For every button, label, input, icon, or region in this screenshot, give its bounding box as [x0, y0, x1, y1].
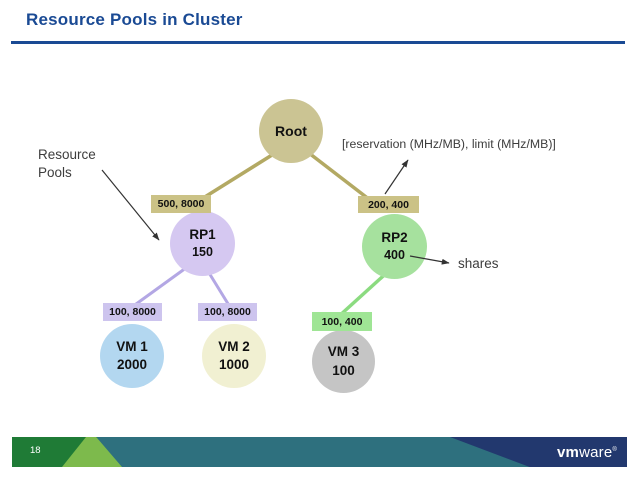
badge-rp2-reservation-limit: 200, 400: [358, 196, 419, 213]
node-vm2-shares: 1000: [218, 357, 250, 372]
node-rp1-shares: 150: [192, 245, 213, 260]
badge-vm3-reservation-limit: 100, 400: [312, 312, 372, 331]
vmware-logo-ware: ware: [579, 443, 613, 461]
node-rp1-label: RP1: [189, 226, 216, 242]
page-title: Resource Pools in Cluster: [26, 10, 243, 29]
node-vm1-label: VM 1: [116, 338, 148, 354]
shares-label: shares: [458, 256, 499, 271]
node-root-label: Root: [275, 122, 307, 139]
edge-root-rp1: [199, 148, 281, 202]
reservation-limit-note: [reservation (MHz/MB), limit (MHz/MB)]: [342, 137, 556, 151]
node-root: Root: [259, 99, 323, 163]
vmware-logo-box: vmware®: [450, 437, 627, 467]
registered-mark-icon: ®: [612, 446, 617, 453]
reservation-note-arrow: [384, 159, 409, 195]
resource-pools-label: Resource Pools: [38, 147, 96, 180]
node-vm2-label: VM 2: [218, 338, 250, 354]
badge-rp1-reservation-limit: 500, 8000: [151, 195, 211, 213]
vmware-logo: vmware®: [557, 444, 617, 461]
footer-band: 18 vmware®: [12, 437, 627, 467]
node-vm3-label: VM 3: [327, 344, 360, 360]
node-rp2-label: RP2: [381, 229, 408, 245]
edge-root-rp2: [303, 148, 372, 202]
edge-rp1-vm1: [131, 263, 191, 309]
title-underline: [11, 41, 625, 44]
slide-page-number: 18: [30, 445, 41, 456]
node-rp1: RP1 150: [170, 211, 235, 276]
vmware-logo-vm: vm: [556, 443, 580, 461]
node-vm3-shares: 100: [332, 362, 355, 378]
node-vm1: VM 1 2000: [100, 324, 164, 388]
node-rp2-shares: 400: [384, 248, 405, 263]
node-vm3: VM 3 100: [312, 330, 375, 393]
badge-vm1-reservation-limit: 100, 8000: [103, 303, 162, 321]
badge-vm2-reservation-limit: 100, 8000: [198, 303, 257, 321]
node-vm2: VM 2 1000: [202, 324, 266, 388]
node-vm1-shares: 2000: [116, 357, 148, 372]
node-rp2: RP2 400: [362, 214, 427, 279]
